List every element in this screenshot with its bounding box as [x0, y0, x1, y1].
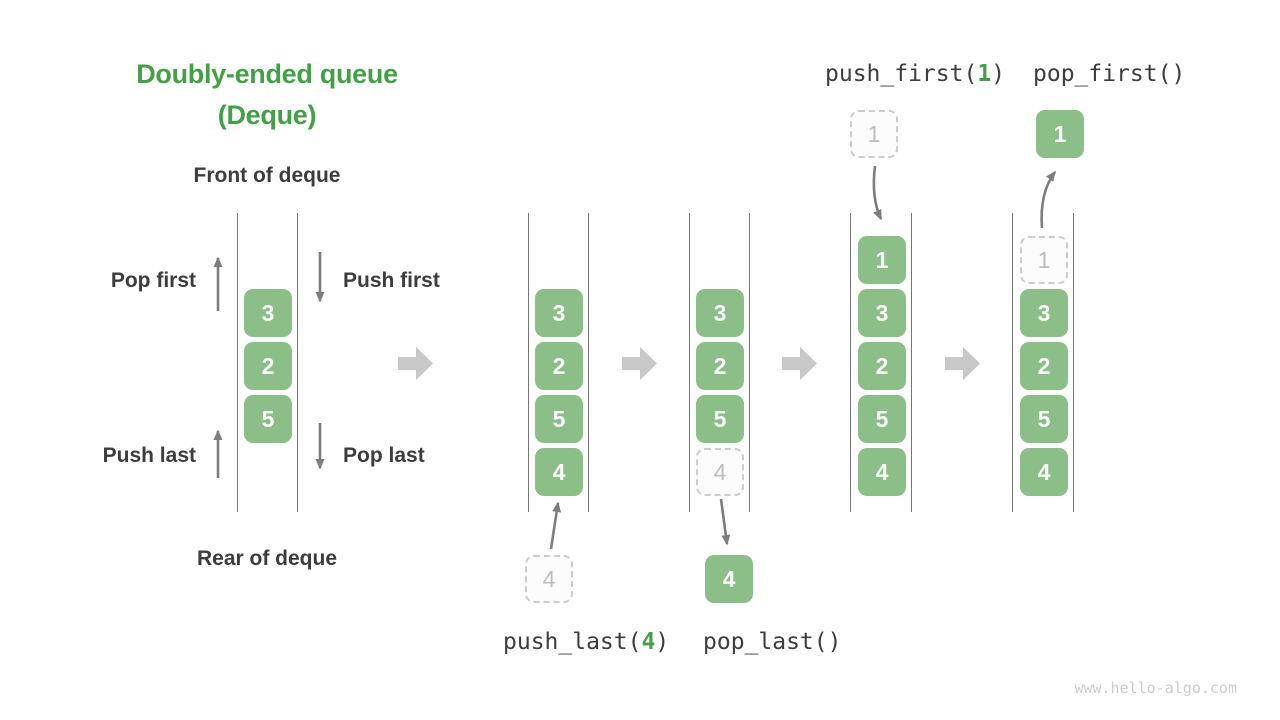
code-text: ): [655, 629, 670, 655]
code-text: push_last(: [503, 629, 642, 655]
rear-of-deque-label: Rear of deque: [196, 547, 338, 570]
push-first-label: Push first: [343, 269, 440, 292]
deque-cell: 5: [244, 395, 292, 443]
removed-slot-ghost-cell: 4: [696, 448, 744, 496]
code-arg: 1: [977, 61, 992, 87]
deque-cell: 3: [535, 289, 583, 337]
deque-cell: 1: [858, 236, 906, 284]
incoming-ghost-cell: 4: [525, 555, 573, 603]
watermark: www.hello-algo.com: [1074, 679, 1237, 697]
deque-rails-initial: [237, 213, 298, 512]
deque-cell: 2: [535, 342, 583, 390]
code-text: push_first(: [825, 61, 978, 87]
deque-cell: 4: [535, 448, 583, 496]
deque-cell: 2: [858, 342, 906, 390]
removed-slot-ghost-cell: 1: [1020, 236, 1068, 284]
code-arg: 4: [641, 629, 656, 655]
deque-cell: 3: [244, 289, 292, 337]
code-text: pop_last(): [703, 629, 842, 655]
code-text: ): [991, 61, 1006, 87]
page-title: Doubly-ended queue (Deque): [67, 54, 467, 136]
front-of-deque-label: Front of deque: [193, 164, 341, 187]
push-last-label: Push last: [102, 444, 196, 467]
deque-cell: 3: [696, 289, 744, 337]
deque-rails-after-pop-last: [689, 213, 750, 512]
incoming-ghost-cell: 1: [850, 110, 898, 158]
deque-cell: 5: [1020, 395, 1068, 443]
code-label-pop-last: pop_last(): [703, 629, 841, 655]
deque-cell: 3: [1020, 289, 1068, 337]
popped-cell: 1: [1036, 110, 1084, 158]
deque-cell: 3: [858, 289, 906, 337]
push-first-insert-arrow: [872, 165, 883, 221]
code-label-pop-first: pop_first(): [1033, 61, 1185, 87]
popped-cell: 4: [705, 555, 753, 603]
deque-cell: 4: [1020, 448, 1068, 496]
title-line-2: (Deque): [217, 100, 317, 130]
deque-rails-after-pop-first: [1012, 213, 1074, 512]
deque-rails-after-push-first: [850, 213, 912, 512]
deque-cell: 2: [1020, 342, 1068, 390]
deque-cell: 2: [696, 342, 744, 390]
deque-cell: 4: [858, 448, 906, 496]
code-label-push-first: push_first(1): [825, 61, 1005, 87]
pop-first-label: Pop first: [110, 269, 196, 292]
code-text: pop_first(): [1033, 61, 1186, 87]
deque-rails-after-push-last: [528, 213, 589, 512]
transition-arrow-icon: [622, 347, 657, 380]
deque-cell: 5: [696, 395, 744, 443]
pop-last-label: Pop last: [343, 444, 425, 467]
title-line-1: Doubly-ended queue: [136, 59, 398, 89]
transition-arrow-icon: [945, 347, 980, 380]
deque-cell: 5: [858, 395, 906, 443]
transition-arrow-icon: [398, 347, 433, 380]
deque-cell: 5: [535, 395, 583, 443]
code-label-push-last: push_last(4): [503, 629, 669, 655]
deque-cell: 2: [244, 342, 292, 390]
transition-arrow-icon: [782, 347, 817, 380]
